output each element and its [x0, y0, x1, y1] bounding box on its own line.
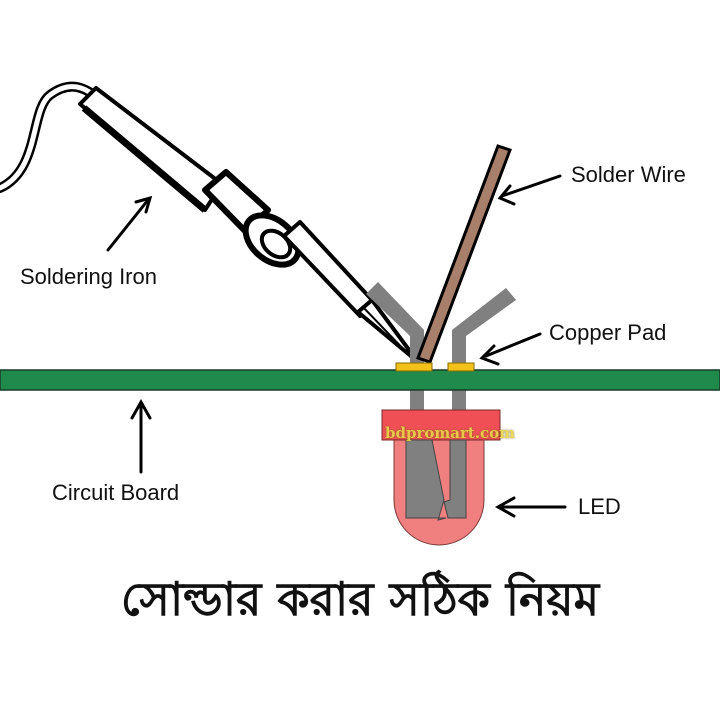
annotation-arrows	[106, 174, 567, 518]
copper-pads	[395, 362, 475, 372]
label-solder-wire: Solder Wire	[571, 162, 686, 187]
label-copper-pad: Copper Pad	[549, 320, 667, 345]
label-led: LED	[578, 494, 621, 519]
circuit-board-shape	[0, 369, 720, 391]
label-circuit-board: Circuit Board	[52, 480, 180, 505]
led-shape	[381, 409, 501, 546]
label-soldering-iron: Soldering Iron	[20, 264, 157, 289]
solder-wire-shape	[416, 144, 512, 364]
led-leads	[366, 282, 516, 412]
soldering-iron-shape	[78, 86, 420, 364]
watermark: bdpromart.com	[385, 424, 516, 442]
power-cord	[0, 81, 100, 193]
page-title: সোল্ডার করার সঠিক নিয়ম	[120, 572, 600, 626]
